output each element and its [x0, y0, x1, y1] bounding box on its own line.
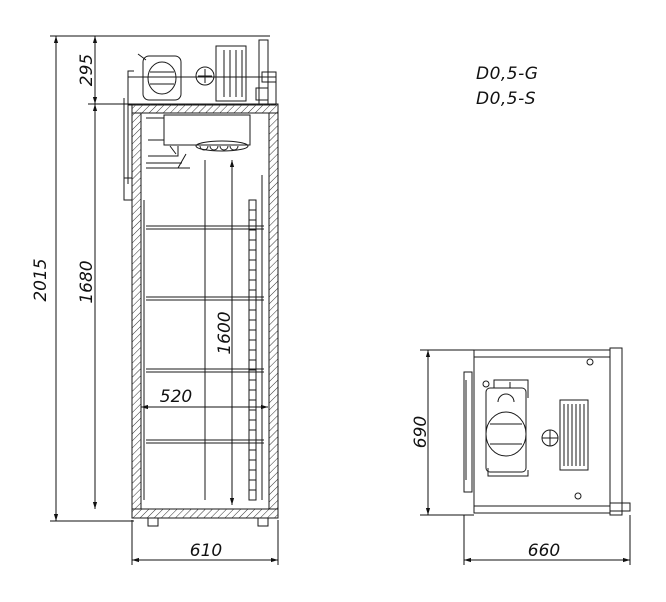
side-pipe — [123, 98, 129, 184]
dim-inner-width: 520 — [160, 387, 192, 407]
plan-pipes — [487, 379, 529, 477]
plan-view — [463, 347, 631, 516]
shelves — [143, 160, 264, 500]
side-box — [123, 177, 133, 201]
top-unit — [127, 39, 277, 106]
dim-plan-width: 660 — [528, 541, 560, 561]
evaporator — [146, 114, 251, 169]
front-dimensions — [50, 35, 279, 565]
dim-plan-depth: 690 — [411, 416, 431, 448]
dim-top-unit-height: 295 — [77, 54, 97, 86]
feet — [147, 518, 269, 527]
dim-front-width: 610 — [190, 541, 222, 561]
dim-inner-height: 1600 — [215, 311, 235, 354]
compressor — [485, 387, 527, 473]
cabinet-body — [131, 103, 279, 519]
dim-total-height: 2015 — [31, 258, 51, 301]
shelf-rack — [248, 199, 257, 501]
model-label-s: D0,5-S — [476, 89, 537, 109]
dim-cabinet-height: 1680 — [77, 260, 97, 303]
front-view — [123, 39, 279, 527]
model-label-g: D0,5-G — [476, 64, 539, 84]
plan-dimensions — [420, 349, 631, 565]
condenser — [541, 399, 589, 471]
